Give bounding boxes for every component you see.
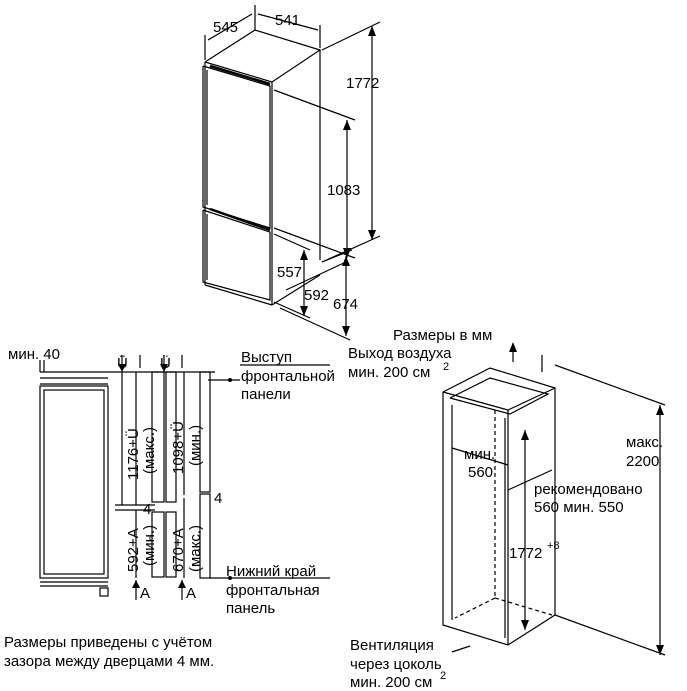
overhang-label-2: фронтальной bbox=[241, 368, 335, 385]
dim-592a-note: (мин.) bbox=[141, 524, 158, 566]
dim-557: 557 bbox=[277, 264, 303, 281]
vent-label-1: Вентиляция bbox=[350, 637, 434, 654]
air-out-sup: 2 bbox=[443, 361, 450, 373]
units-label: Размеры в мм bbox=[393, 327, 493, 344]
bottom-edge-label-3: панель bbox=[226, 600, 276, 617]
dim-545: 545 bbox=[213, 19, 239, 36]
min-560-label: мин. bbox=[464, 446, 496, 463]
footnote-line-1: Размеры приведены с учётом bbox=[4, 634, 213, 651]
dim-1176: 1176+Ü bbox=[125, 428, 142, 480]
u-label-2: Ü bbox=[160, 355, 171, 372]
dim-1098: 1098+Ü bbox=[170, 421, 187, 474]
overhang-label-1: Выступ bbox=[241, 349, 292, 366]
gap-4-left: 4 bbox=[143, 501, 152, 518]
appliance-isometric bbox=[202, 5, 381, 341]
dim-541: 541 bbox=[275, 12, 301, 29]
dim-670a-note: (макс.) bbox=[187, 524, 204, 572]
dim-1772: 1772 bbox=[346, 75, 380, 92]
niche-drawing bbox=[442, 345, 666, 656]
recommended-label-2: 560 мин. 550 bbox=[534, 499, 624, 516]
dim-592a: 592+A bbox=[125, 528, 142, 572]
overhang-label-3: панели bbox=[241, 386, 291, 403]
gap-4-right: 4 bbox=[214, 490, 223, 507]
height-1772-label: 1772 bbox=[509, 545, 543, 562]
bottom-edge-label-1: Нижний край bbox=[226, 563, 317, 580]
dim-592: 592 bbox=[304, 287, 330, 304]
recommended-label-1: рекомендовано bbox=[534, 481, 643, 498]
max-2200-label: макс. bbox=[626, 434, 664, 451]
air-out-label-2: мин. 200 см bbox=[348, 364, 431, 381]
dim-1176-note: (макс.) bbox=[141, 426, 158, 474]
a-label-2: A bbox=[186, 585, 197, 602]
dim-674: 674 bbox=[333, 296, 359, 313]
dim-1083: 1083 bbox=[327, 182, 361, 199]
max-2200-value: 2200 bbox=[626, 453, 660, 470]
dim-1098-note: (мин.) bbox=[187, 424, 204, 466]
vent-sup: 2 bbox=[440, 670, 447, 682]
min-40-label: мин. 40 bbox=[8, 346, 60, 363]
a-label-1: A bbox=[140, 585, 151, 602]
side-view-drawing bbox=[39, 355, 330, 600]
height-1772-sup: +8 bbox=[547, 540, 560, 552]
vent-label-2: через цоколь bbox=[350, 656, 442, 673]
air-out-label-1: Выход воздуха bbox=[348, 345, 452, 362]
bottom-edge-label-2: фронтальная bbox=[226, 582, 320, 599]
u-label-1: Ü bbox=[117, 355, 128, 372]
min-560-value: 560 bbox=[468, 464, 494, 481]
footnote-line-2: зазора между дверцами 4 мм. bbox=[4, 653, 215, 670]
vent-label-3: мин. 200 см bbox=[350, 674, 433, 691]
dim-670a: 670+A bbox=[170, 528, 187, 572]
